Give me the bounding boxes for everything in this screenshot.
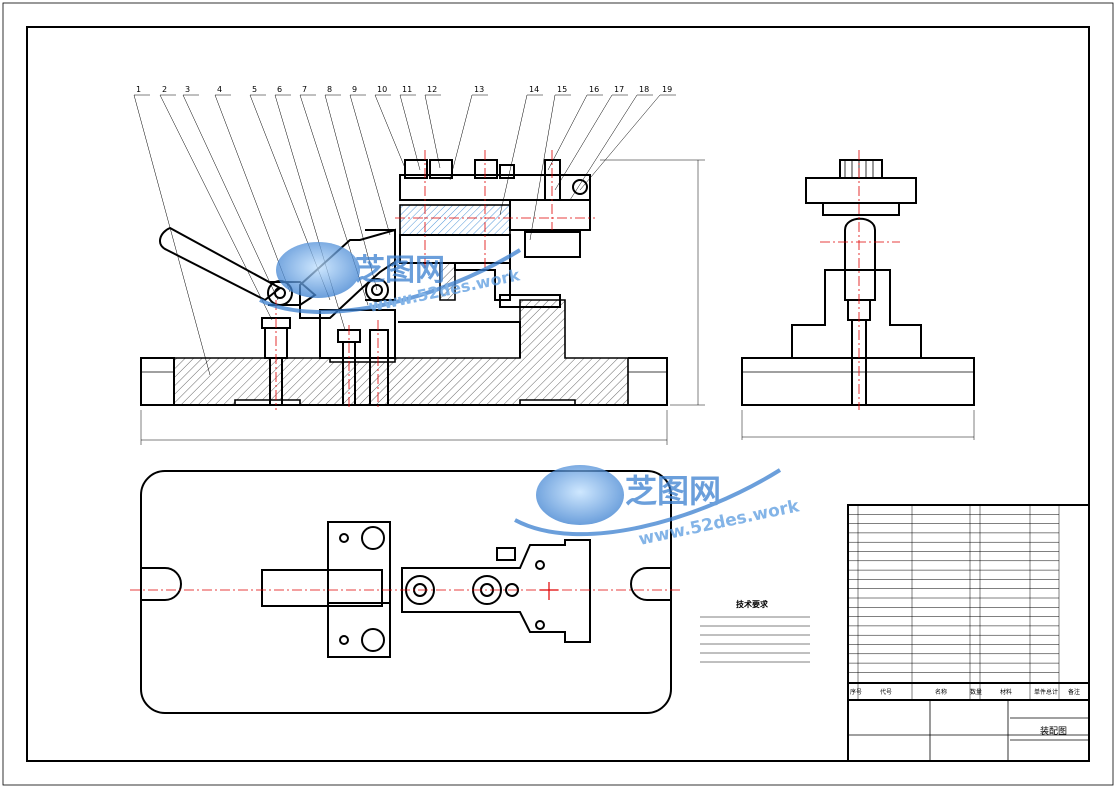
- parts-header-cell: 名称: [935, 688, 947, 696]
- parts-header-cell: 序号: [850, 688, 862, 696]
- part-balloon-19: 19: [662, 85, 672, 94]
- parts-header-cell: 数量: [970, 688, 982, 696]
- part-balloon-2: 2: [162, 85, 167, 94]
- part-balloon-3: 3: [185, 85, 190, 94]
- watermark-brand: 芝图网: [355, 253, 445, 288]
- part-balloon-4: 4: [217, 85, 222, 94]
- part-balloon-13: 13: [474, 85, 484, 94]
- part-balloon-11: 11: [402, 85, 412, 94]
- part-balloon-10: 10: [377, 85, 387, 94]
- top-view: [130, 470, 680, 714]
- watermark-lower: 芝图网 www.52des.work: [514, 465, 802, 550]
- tech-notes: 技术要求: [700, 599, 810, 663]
- part-balloon-14: 14: [529, 85, 539, 94]
- front-section-view: [140, 150, 705, 445]
- watermark-brand: 芝图网: [625, 472, 721, 510]
- part-balloon-8: 8: [327, 85, 332, 94]
- title-block: 装配图: [848, 700, 1089, 761]
- parts-header-cell: 单件: [1034, 688, 1046, 696]
- part-balloon-15: 15: [557, 85, 567, 94]
- part-balloon-17: 17: [614, 85, 624, 94]
- part-balloon-16: 16: [589, 85, 599, 94]
- tech-notes-title: 技术要求: [736, 599, 769, 609]
- drawing-name: 装配图: [1040, 725, 1067, 737]
- part-balloon-1: 1: [136, 85, 141, 94]
- part-balloon-9: 9: [352, 85, 357, 94]
- part-balloon-5: 5: [252, 85, 257, 94]
- parts-list: 序号 代号 名称 数量 材料 单件总计 备注: [847, 504, 1090, 762]
- part-balloon-12: 12: [427, 85, 437, 94]
- parts-header-cell: 备注: [1068, 688, 1080, 696]
- parts-header-cell: 材料: [1000, 688, 1012, 696]
- parts-header-cell: 代号: [880, 688, 892, 696]
- part-balloon-6: 6: [277, 85, 282, 94]
- part-balloon-18: 18: [639, 85, 649, 94]
- part-balloon-7: 7: [302, 85, 307, 94]
- side-view: [741, 150, 975, 440]
- parts-header-cell: 总计: [1046, 688, 1058, 696]
